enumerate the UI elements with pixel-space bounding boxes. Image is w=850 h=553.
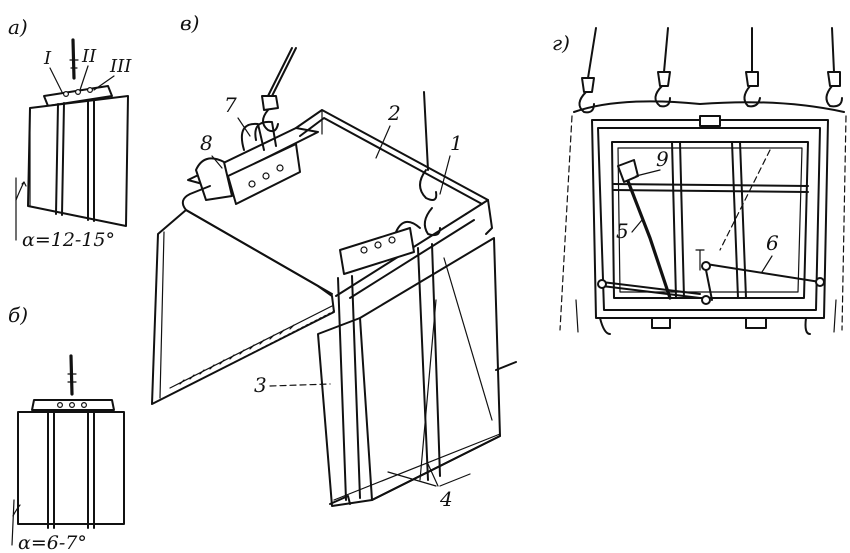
- panel-v-strap-1: [337, 277, 347, 501]
- panel-v-strap-2: [417, 247, 429, 481]
- panel-g-inner-frame: [611, 141, 809, 299]
- callout-1: 1: [450, 131, 463, 155]
- panel-a-label: а): [8, 15, 28, 39]
- panel-a-angle-label: α=12-15°: [22, 229, 115, 251]
- callout-5: 5: [616, 219, 629, 243]
- panel-b-strap-left: [47, 409, 55, 529]
- panel-a-strap-right: [87, 98, 95, 222]
- panel-v-label: в): [180, 11, 199, 35]
- panel-v-lifting-wire: [423, 91, 429, 171]
- panel-g-strap-right: [731, 141, 747, 299]
- panel-v-top-hook: [262, 109, 279, 133]
- panel-g-cross-bar: [613, 183, 809, 193]
- panel-g-cover: [573, 100, 845, 113]
- panel-b-label: б): [8, 303, 28, 327]
- callout-9: 9: [656, 147, 669, 171]
- callout-3: 3: [254, 373, 267, 397]
- panel-g-hook-4: [825, 85, 843, 108]
- panel-v-front-lug: [339, 227, 415, 275]
- panel-g-linkage: [705, 263, 821, 283]
- panel-g-outer-frame: [591, 119, 829, 319]
- panel-v-center-hook: [419, 169, 438, 201]
- callout-2: 2: [387, 101, 401, 125]
- panel-b-strap-right: [87, 409, 95, 529]
- panel-g-hook-2: [654, 85, 671, 108]
- panel-g-label: г): [552, 31, 570, 55]
- panel-v-top-frame: [295, 109, 489, 215]
- panel-a-hanger-rod: [71, 38, 76, 80]
- panel-a-body: [27, 95, 129, 227]
- callout-4: 4: [439, 487, 453, 511]
- panel-g-strap-left: [671, 141, 685, 299]
- panel-v-side-flap-left: [151, 209, 335, 405]
- panel-a-top-bar: [43, 85, 113, 107]
- panel-a-tilted-container: а) I II III α=12-15°: [8, 15, 132, 251]
- position-label-1: I: [43, 48, 52, 69]
- panel-b-hanger-rod: [69, 354, 74, 396]
- panel-v-sling-wire: [271, 47, 297, 97]
- panel-a-strap-left: [55, 102, 65, 216]
- callout-6: 6: [766, 231, 779, 255]
- panel-b-angle-label: α=6-7°: [18, 532, 87, 553]
- callout-8: 8: [200, 131, 213, 155]
- panel-g-top-view: г): [552, 27, 847, 335]
- panel-g-lever: [624, 174, 672, 300]
- panel-v-scale-ticks: [179, 324, 295, 385]
- panel-b-level-container: б) α=6-7°: [8, 303, 125, 553]
- panel-g-hook-1: [578, 91, 595, 114]
- position-label-3: III: [109, 56, 132, 77]
- panel-b-body: [17, 411, 125, 525]
- callout-7: 7: [224, 93, 237, 117]
- panel-v-bucket-container: в): [151, 11, 517, 511]
- position-label-2: II: [81, 46, 97, 67]
